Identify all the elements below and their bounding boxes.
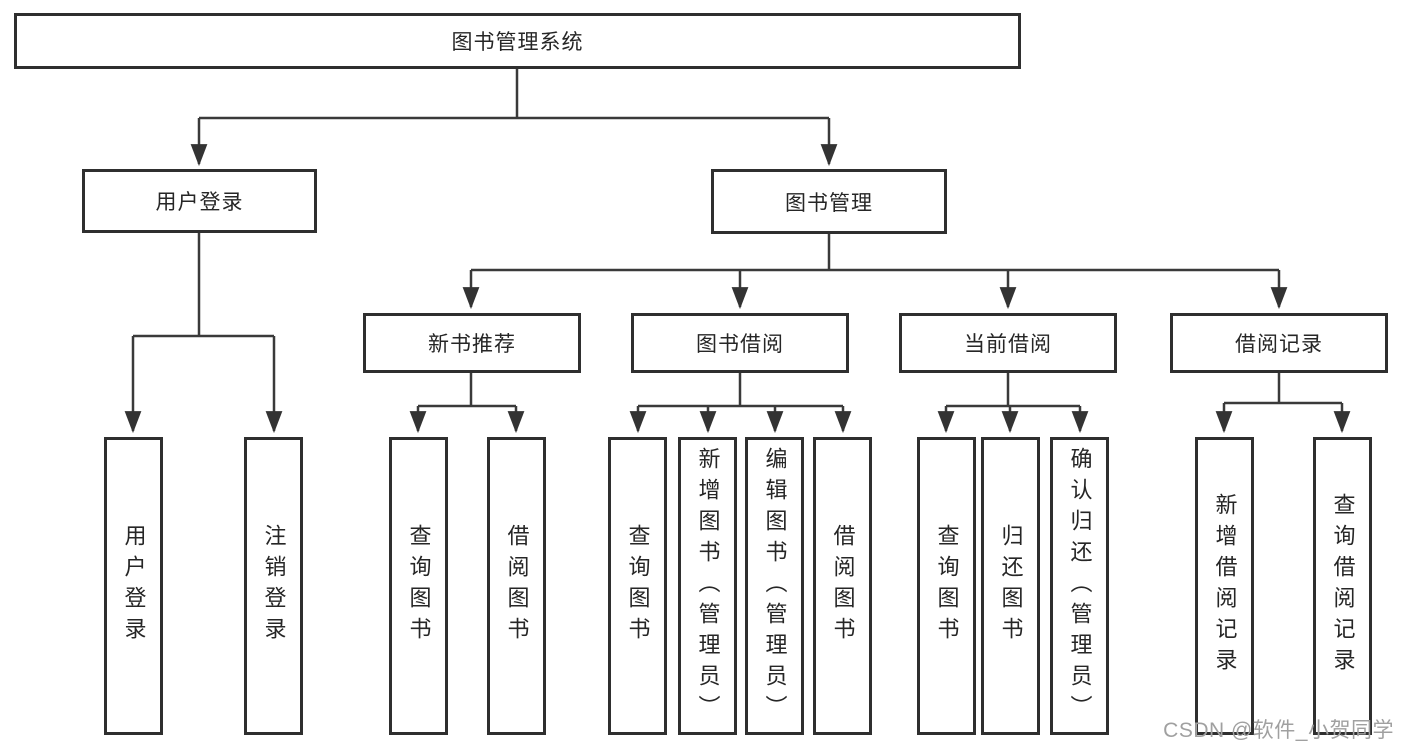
leaf-add-books-admin: 新增图书（管理员） [678,437,737,735]
connector-lines [124,69,1351,434]
leaf-user-login-label: 用户登录 [121,524,147,648]
leaf-add-borrow-record-label: 新增借阅记录 [1212,493,1238,679]
node-borrowing-records: 借阅记录 [1170,313,1388,373]
leaf-query-borrow-record: 查询借阅记录 [1313,437,1372,735]
node-book-management: 图书管理 [711,169,947,234]
leaf-user-login: 用户登录 [104,437,163,735]
leaf-confirm-return-admin: 确认归还（管理员） [1050,437,1109,735]
node-root-library-system: 图书管理系统 [14,13,1021,69]
node-book-borrowing: 图书借阅 [631,313,849,373]
leaf-borrow-books-recommend: 借阅图书 [487,437,546,735]
leaf-add-borrow-record: 新增借阅记录 [1195,437,1254,735]
leaf-query-books-recommend-label: 查询图书 [406,524,432,648]
leaf-logout-label: 注销登录 [261,524,287,648]
leaf-query-books-current: 查询图书 [917,437,976,735]
leaf-return-books: 归还图书 [981,437,1040,735]
node-current-borrowing: 当前借阅 [899,313,1117,373]
leaf-logout: 注销登录 [244,437,303,735]
leaf-borrow-books-label: 借阅图书 [830,524,856,648]
leaf-add-books-admin-label: 新增图书（管理员） [695,446,721,726]
leaf-query-books-current-label: 查询图书 [934,524,960,648]
csdn-watermark: CSDN @软件_小贺同学 [1163,719,1394,742]
leaf-query-borrow-record-label: 查询借阅记录 [1330,493,1356,679]
leaf-borrow-books: 借阅图书 [813,437,872,735]
leaf-return-books-label: 归还图书 [998,524,1024,648]
leaf-borrow-books-recommend-label: 借阅图书 [504,524,530,648]
leaf-query-books-recommend: 查询图书 [389,437,448,735]
leaf-edit-books-admin-label: 编辑图书（管理员） [762,446,788,726]
leaf-query-books-borrow-label: 查询图书 [625,524,651,648]
node-new-book-recommend: 新书推荐 [363,313,581,373]
leaf-query-books-borrow: 查询图书 [608,437,667,735]
node-user-login: 用户登录 [82,169,317,233]
leaf-confirm-return-admin-label: 确认归还（管理员） [1067,446,1093,726]
leaf-edit-books-admin: 编辑图书（管理员） [745,437,804,735]
